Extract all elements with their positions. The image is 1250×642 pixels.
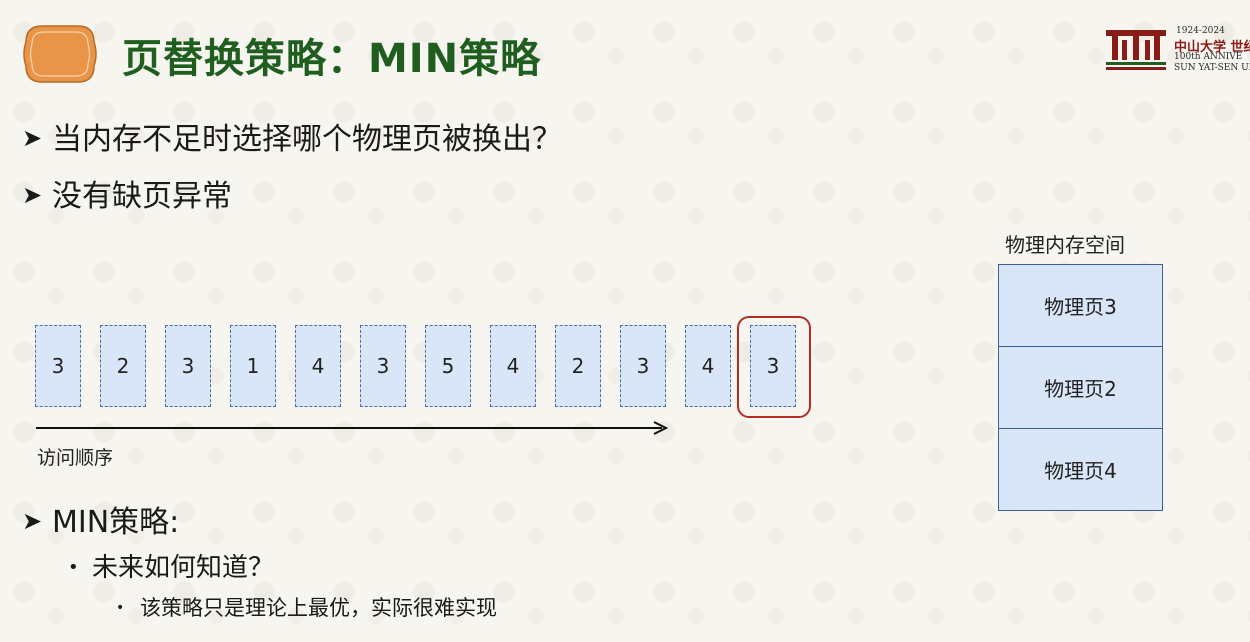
sequence-page-box: 3 — [165, 325, 211, 407]
university-logo: 1924-2024 中山大学 世纪 100th ANNIVE SUN YAT-S… — [1100, 24, 1250, 76]
min-sub-item: • 未来如何知道？ — [68, 547, 274, 584]
sequence-page-box: 3 — [620, 325, 666, 407]
access-order-arrow-icon — [36, 421, 669, 435]
min-heading-text: MIN策略: — [52, 505, 180, 540]
min-sub-sub-item: • 该策略只是理论上最优，实际很难实现 — [116, 592, 497, 622]
physical-memory-label: 物理内存空间 — [1005, 233, 1125, 257]
logo-chinese-name: 中山大学 世纪 — [1174, 40, 1250, 55]
title-badge-icon — [23, 25, 97, 83]
bullet-dot-icon: • — [68, 557, 79, 578]
gate-logo-icon — [1106, 30, 1166, 70]
sequence-page-box: 3 — [35, 325, 81, 407]
page-title: 页替换策略：MIN策略 — [122, 36, 542, 82]
bullet-text: 没有缺页异常 — [52, 179, 232, 214]
bullet-dot-icon: • — [116, 600, 125, 616]
access-order-label: 访问顺序 — [37, 447, 114, 469]
current-access-highlight — [737, 316, 811, 418]
memory-slot: 物理页2 — [999, 347, 1162, 429]
min-sub-text: 未来如何知道？ — [92, 553, 275, 583]
sequence-page-box: 1 — [230, 325, 276, 407]
bullet-item: ➤ 没有缺页异常 — [22, 171, 232, 215]
sequence-page-box: 4 — [490, 325, 536, 407]
sequence-page-box: 2 — [100, 325, 146, 407]
logo-anniversary: 100th ANNIVE — [1174, 52, 1243, 62]
sequence-page-box: 4 — [685, 325, 731, 407]
memory-slot: 物理页4 — [999, 429, 1162, 510]
memory-slot: 物理页3 — [999, 265, 1162, 347]
sequence-page-box-current: 3 — [750, 325, 796, 407]
physical-memory-stack: 物理页3 物理页2 物理页4 — [998, 264, 1163, 511]
logo-english-name: SUN YAT-SEN UNIV — [1174, 63, 1250, 73]
bullet-arrow-icon: ➤ — [22, 124, 43, 152]
sequence-page-box: 2 — [555, 325, 601, 407]
bullet-text: 当内存不足时选择哪个物理页被换出？ — [52, 122, 562, 157]
bullet-arrow-icon: ➤ — [22, 181, 43, 209]
bullet-item: ➤ 当内存不足时选择哪个物理页被换出？ — [22, 114, 562, 158]
min-sub-sub-text: 该策略只是理论上最优，实际很难实现 — [140, 596, 497, 620]
logo-years: 1924-2024 — [1176, 26, 1225, 36]
sequence-page-box: 5 — [425, 325, 471, 407]
min-heading: ➤ MIN策略: — [22, 497, 179, 541]
sequence-page-box: 4 — [295, 325, 341, 407]
sequence-page-box: 3 — [360, 325, 406, 407]
bullet-arrow-icon: ➤ — [22, 507, 43, 535]
